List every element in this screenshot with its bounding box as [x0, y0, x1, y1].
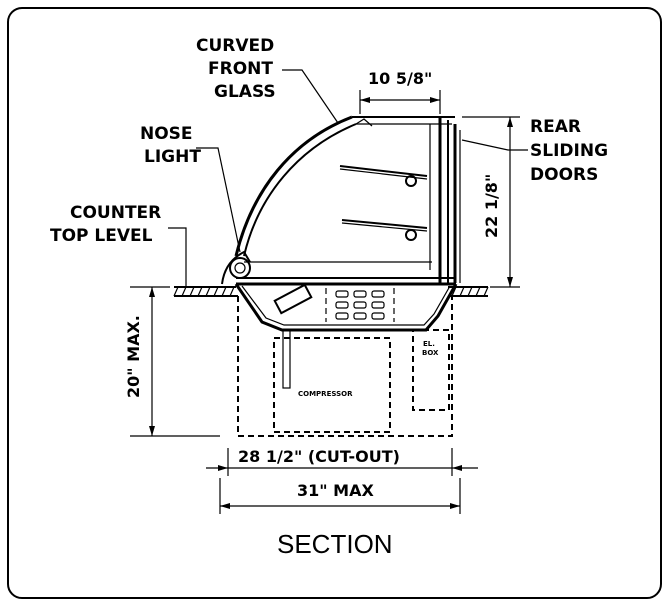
base-cabinet: [237, 296, 453, 437]
svg-text:20" MAX.: 20" MAX.: [124, 315, 143, 398]
svg-text:SLIDING: SLIDING: [530, 141, 608, 161]
svg-text:NOSE: NOSE: [140, 124, 193, 144]
svg-text:COUNTER: COUNTER: [70, 203, 161, 223]
svg-text:LIGHT: LIGHT: [144, 147, 201, 167]
svg-text:22 1/8": 22 1/8": [482, 174, 501, 238]
curved-front-glass: [234, 115, 353, 257]
compressor-label: COMPRESSOR: [298, 390, 353, 398]
dim-overall-width: 31" MAX: [219, 478, 461, 514]
label-rear-sliding-doors: REAR SLIDING DOORS: [461, 117, 608, 185]
el-box: [412, 329, 450, 411]
dim-depth-below-counter: 20" MAX.: [124, 286, 220, 437]
label-counter-top-level: COUNTER TOP LEVEL: [50, 203, 187, 286]
svg-text:FRONT: FRONT: [208, 59, 273, 79]
drawing-frame: [7, 7, 662, 599]
dim-cutout-width: 28 1/2" (CUT-OUT): [206, 447, 478, 476]
label-curved-front-glass: CURVED FRONT GLASS: [196, 36, 339, 124]
svg-text:31" MAX: 31" MAX: [297, 481, 374, 500]
svg-text:DOORS: DOORS: [530, 165, 598, 185]
el-box-label-line2: BOX: [422, 349, 439, 357]
dim-top-width: 10 5/8": [359, 69, 441, 114]
svg-text:REAR: REAR: [530, 117, 581, 137]
svg-text:CURVED: CURVED: [196, 36, 274, 56]
compressor-box: [273, 337, 391, 433]
dim-height-above-counter: 22 1/8": [462, 116, 520, 288]
svg-text:GLASS: GLASS: [214, 82, 276, 102]
counter-top: [173, 286, 489, 297]
display-case: [221, 115, 461, 389]
label-nose-light: NOSE LIGHT: [140, 124, 241, 253]
svg-text:28 1/2" (CUT-OUT): 28 1/2" (CUT-OUT): [238, 447, 400, 466]
svg-text:TOP LEVEL: TOP LEVEL: [50, 226, 153, 246]
el-box-label-line1: EL.: [423, 340, 435, 348]
section-title: SECTION: [277, 529, 393, 559]
svg-text:10 5/8": 10 5/8": [368, 69, 432, 88]
